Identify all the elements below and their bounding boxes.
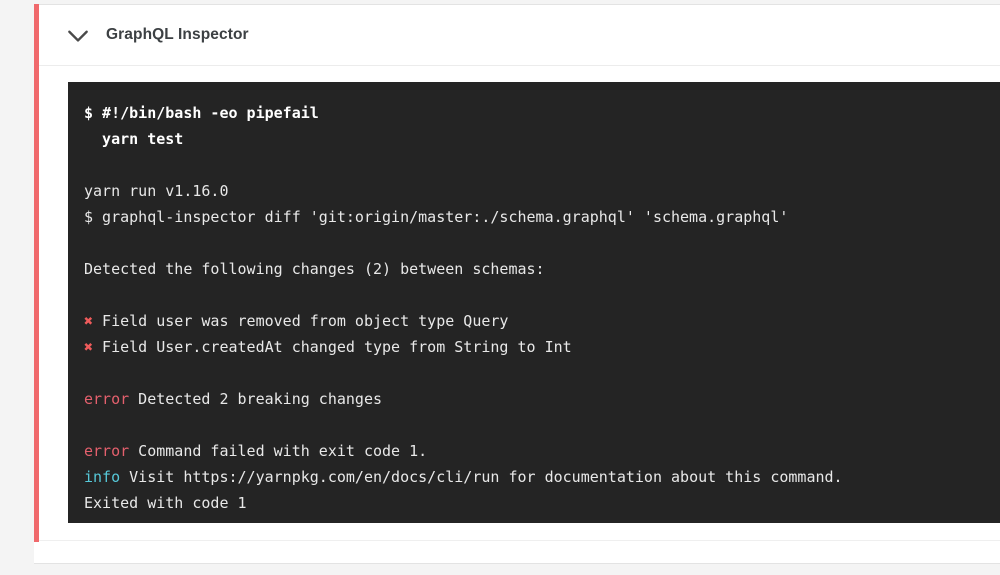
- terminal-line: [84, 230, 1000, 256]
- breaking-change-text: Field User.createdAt changed type from S…: [93, 338, 572, 356]
- breaking-change-text: Field user was removed from object type …: [93, 312, 509, 330]
- job-step-header[interactable]: GraphQL Inspector: [39, 5, 1000, 66]
- terminal-line: error Command failed with exit code 1.: [84, 438, 1000, 464]
- breaking-change-x-icon: ✖: [84, 338, 94, 356]
- terminal-line: $ graphql-inspector diff 'git:origin/mas…: [84, 208, 789, 226]
- terminal-line: $ #!/bin/bash -eo pipefail: [84, 104, 319, 122]
- breaking-change-x-icon: ✖: [84, 312, 94, 330]
- log-level-error: error: [84, 390, 130, 408]
- terminal-line: Exited with code 1: [84, 494, 247, 512]
- terminal-line: [84, 360, 1000, 386]
- chevron-down-icon[interactable]: [65, 22, 91, 48]
- log-message: Visit https://yarnpkg.com/en/docs/cli/ru…: [120, 468, 843, 486]
- terminal-line: [84, 282, 1000, 308]
- terminal-line: yarn run v1.16.0: [84, 182, 229, 200]
- log-level-info: info: [84, 468, 121, 486]
- log-message: Command failed with exit code 1.: [129, 442, 428, 460]
- terminal-line: error Detected 2 breaking changes: [84, 386, 1000, 412]
- card-footer-strip: [39, 540, 1000, 563]
- page-title: GraphQL Inspector: [106, 26, 249, 43]
- log-level-error: error: [84, 442, 130, 460]
- job-step-card: GraphQL Inspector $ #!/bin/bash -eo pipe…: [34, 4, 1000, 564]
- log-message: Detected 2 breaking changes: [129, 390, 383, 408]
- terminal-line: ✖ Field user was removed from object typ…: [84, 308, 1000, 334]
- terminal-line: Detected the following changes (2) betwe…: [84, 260, 545, 278]
- terminal-line: [84, 412, 1000, 438]
- terminal-line: yarn test: [84, 130, 184, 148]
- terminal-line: info Visit https://yarnpkg.com/en/docs/c…: [84, 464, 1000, 490]
- terminal-line: [84, 152, 1000, 178]
- status-bar-failed: [34, 4, 39, 542]
- terminal-line: ✖ Field User.createdAt changed type from…: [84, 334, 1000, 360]
- terminal-log-output[interactable]: $ #!/bin/bash -eo pipefail yarn test yar…: [68, 82, 1000, 523]
